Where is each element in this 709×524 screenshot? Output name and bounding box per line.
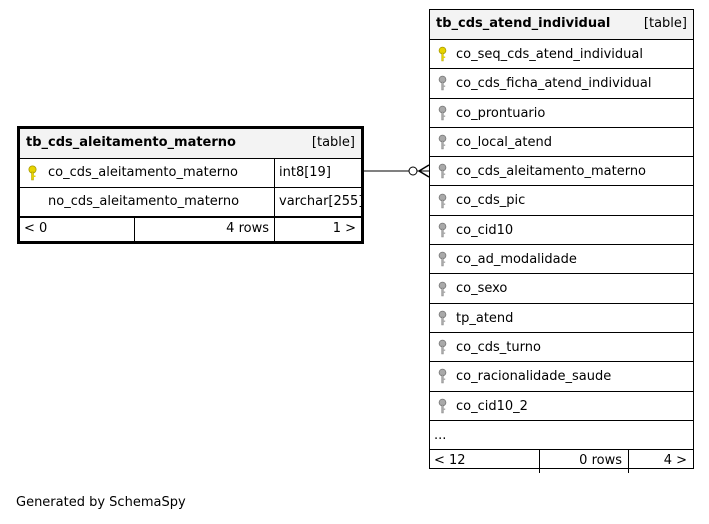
primary-key-icon <box>28 159 37 187</box>
column-name: co_cds_turno <box>456 339 541 355</box>
crowfoot-lower <box>418 170 430 178</box>
primary-key-icon <box>438 40 447 68</box>
column-row[interactable]: co_cid10_2 <box>430 392 693 421</box>
table-footer: < 12 0 rows 4 > <box>430 449 693 473</box>
column-type: int8[19] <box>274 159 361 187</box>
foreign-key-icon <box>438 245 447 273</box>
parents-count[interactable]: < 0 <box>24 221 48 236</box>
column-row[interactable]: co_ad_modalidade <box>430 245 693 275</box>
foreign-key-icon <box>438 216 447 244</box>
foreign-key-icon <box>438 333 447 361</box>
column-name: tp_atend <box>456 310 514 326</box>
optional-marker <box>408 166 418 176</box>
column-name: no_cds_aleitamento_materno <box>48 194 240 209</box>
crowfoot-upper <box>418 164 430 172</box>
column-name: co_prontuario <box>456 105 546 121</box>
table-name: tb_cds_aleitamento_materno <box>26 135 236 150</box>
foreign-key-icon <box>438 304 447 332</box>
table-header: tb_cds_aleitamento_materno [table] <box>20 129 361 159</box>
column-row[interactable]: co_prontuario <box>430 99 693 128</box>
table-name: tb_cds_atend_individual <box>436 16 611 31</box>
foreign-key-icon <box>438 186 447 214</box>
column-row[interactable]: co_cid10 <box>430 216 693 246</box>
column-name: co_cds_ficha_atend_individual <box>456 76 652 92</box>
foreign-key-icon <box>438 128 447 156</box>
column-row[interactable]: tp_atend <box>430 304 693 333</box>
foreign-key-icon <box>438 69 447 97</box>
table-kind: [table] <box>643 16 687 31</box>
column-row[interactable]: co_sexo <box>430 274 693 304</box>
row-count: 4 rows <box>134 218 274 241</box>
column-type: varchar[255] <box>274 188 361 216</box>
children-count[interactable]: 1 > <box>274 218 361 241</box>
column-name: co_cds_aleitamento_materno <box>456 164 647 180</box>
table-atend-individual[interactable]: tb_cds_atend_individual [table] co_seq_c… <box>429 9 694 473</box>
column-row[interactable]: co_local_atend <box>430 128 693 158</box>
parents-count[interactable]: < 12 <box>434 452 466 468</box>
more-columns-ellipsis: ... <box>434 427 447 443</box>
ellipsis-row: ... <box>430 421 693 450</box>
column-name: co_cds_pic <box>456 193 526 209</box>
column-row[interactable]: co_seq_cds_atend_individual <box>430 40 693 70</box>
children-count[interactable]: 4 > <box>628 449 693 473</box>
foreign-key-icon <box>438 392 447 420</box>
column-row[interactable]: co_cds_aleitamento_materno <box>430 157 693 187</box>
generated-by-note: Generated by SchemaSpy <box>16 495 186 510</box>
table-footer: < 0 4 rows 1 > <box>20 217 361 241</box>
column-row[interactable]: co_racionalidade_saude <box>430 362 693 392</box>
table-aleitamento-materno[interactable]: tb_cds_aleitamento_materno [table] co_cd… <box>17 126 364 244</box>
foreign-key-icon <box>438 99 447 127</box>
table-kind: [table] <box>311 135 355 150</box>
table-header: tb_cds_atend_individual [table] <box>430 10 693 40</box>
column-name: co_cds_aleitamento_materno <box>48 165 239 180</box>
foreign-key-icon <box>438 157 447 185</box>
column-name: co_racionalidade_saude <box>456 369 612 385</box>
column-name: co_seq_cds_atend_individual <box>456 47 643 62</box>
column-name: co_cid10_2 <box>456 398 528 414</box>
foreign-key-icon <box>438 274 447 302</box>
column-name: co_ad_modalidade <box>456 252 577 268</box>
row-count: 0 rows <box>539 449 628 473</box>
column-row[interactable]: co_cds_pic <box>430 186 693 216</box>
column-name: co_local_atend <box>456 134 552 150</box>
column-name: co_cid10 <box>456 222 514 238</box>
column-row[interactable]: no_cds_aleitamento_materno varchar[255] <box>20 188 361 217</box>
foreign-key-icon <box>438 362 447 390</box>
column-name: co_sexo <box>456 281 508 297</box>
column-row[interactable]: co_cds_aleitamento_materno int8[19] <box>20 159 361 188</box>
column-row[interactable]: co_cds_turno <box>430 333 693 363</box>
column-row[interactable]: co_cds_ficha_atend_individual <box>430 69 693 99</box>
